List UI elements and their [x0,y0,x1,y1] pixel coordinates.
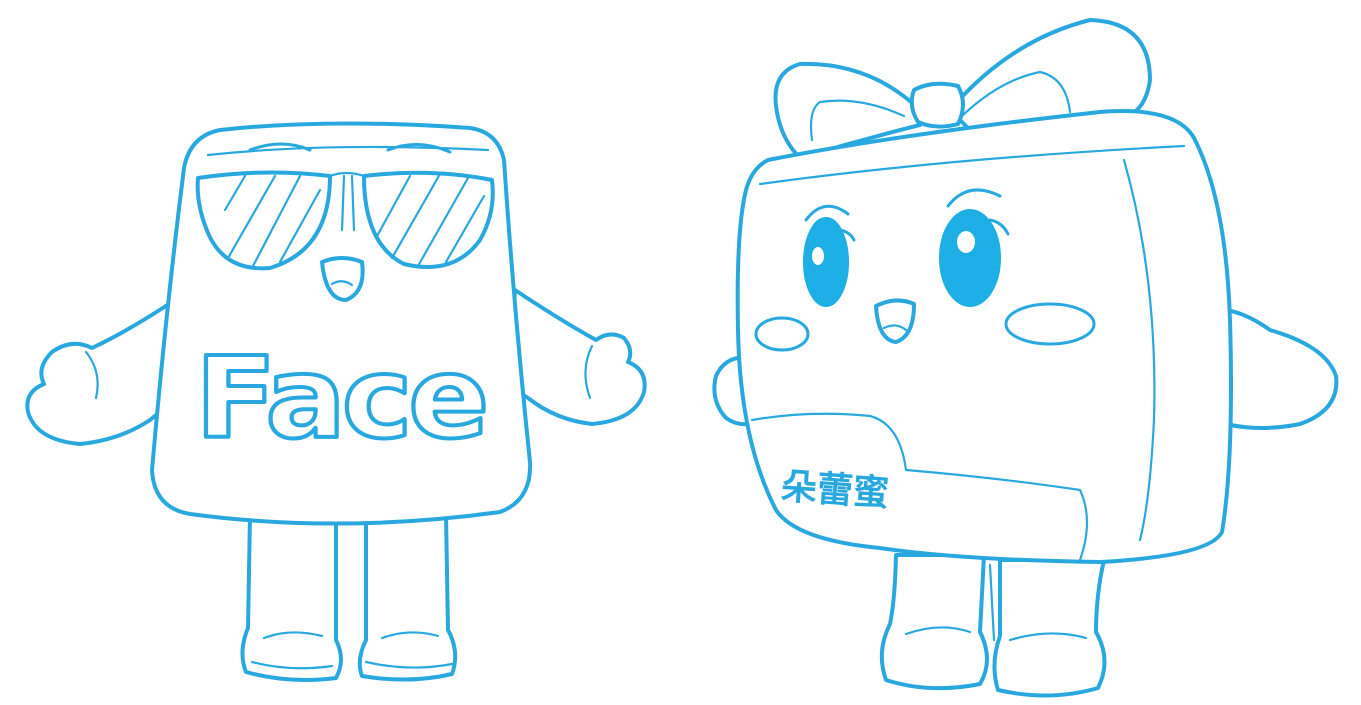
right-mascot-body [735,109,1233,564]
right-mascot-right-cheek [1004,302,1096,346]
right-eyebrow [386,142,452,154]
sunglasses-icon [195,170,495,271]
left-mascot-mouth [320,256,365,302]
right-mascot-right-eye [939,209,1010,307]
left-mascot-legs [240,513,458,682]
bow-icon [773,18,1152,160]
left-eyebrow [248,142,312,152]
right-mascot-right-brow [946,188,1002,208]
bow-mascot: 朵蕾蜜 [712,18,1339,698]
brand-name-text: 朵蕾蜜 [780,466,891,514]
right-mascot-legs [879,553,1107,698]
right-mascot-mouth [874,298,916,344]
left-mascot-arm-right [506,288,647,426]
face-logo-text: Face [195,334,485,464]
left-mascot-arm-left [25,298,182,446]
right-mascot-left-brow [804,204,850,222]
right-mascot-left-cheek [754,316,810,352]
right-mascot-left-eye [803,217,856,307]
sunglasses-mascot: Face [25,121,647,682]
